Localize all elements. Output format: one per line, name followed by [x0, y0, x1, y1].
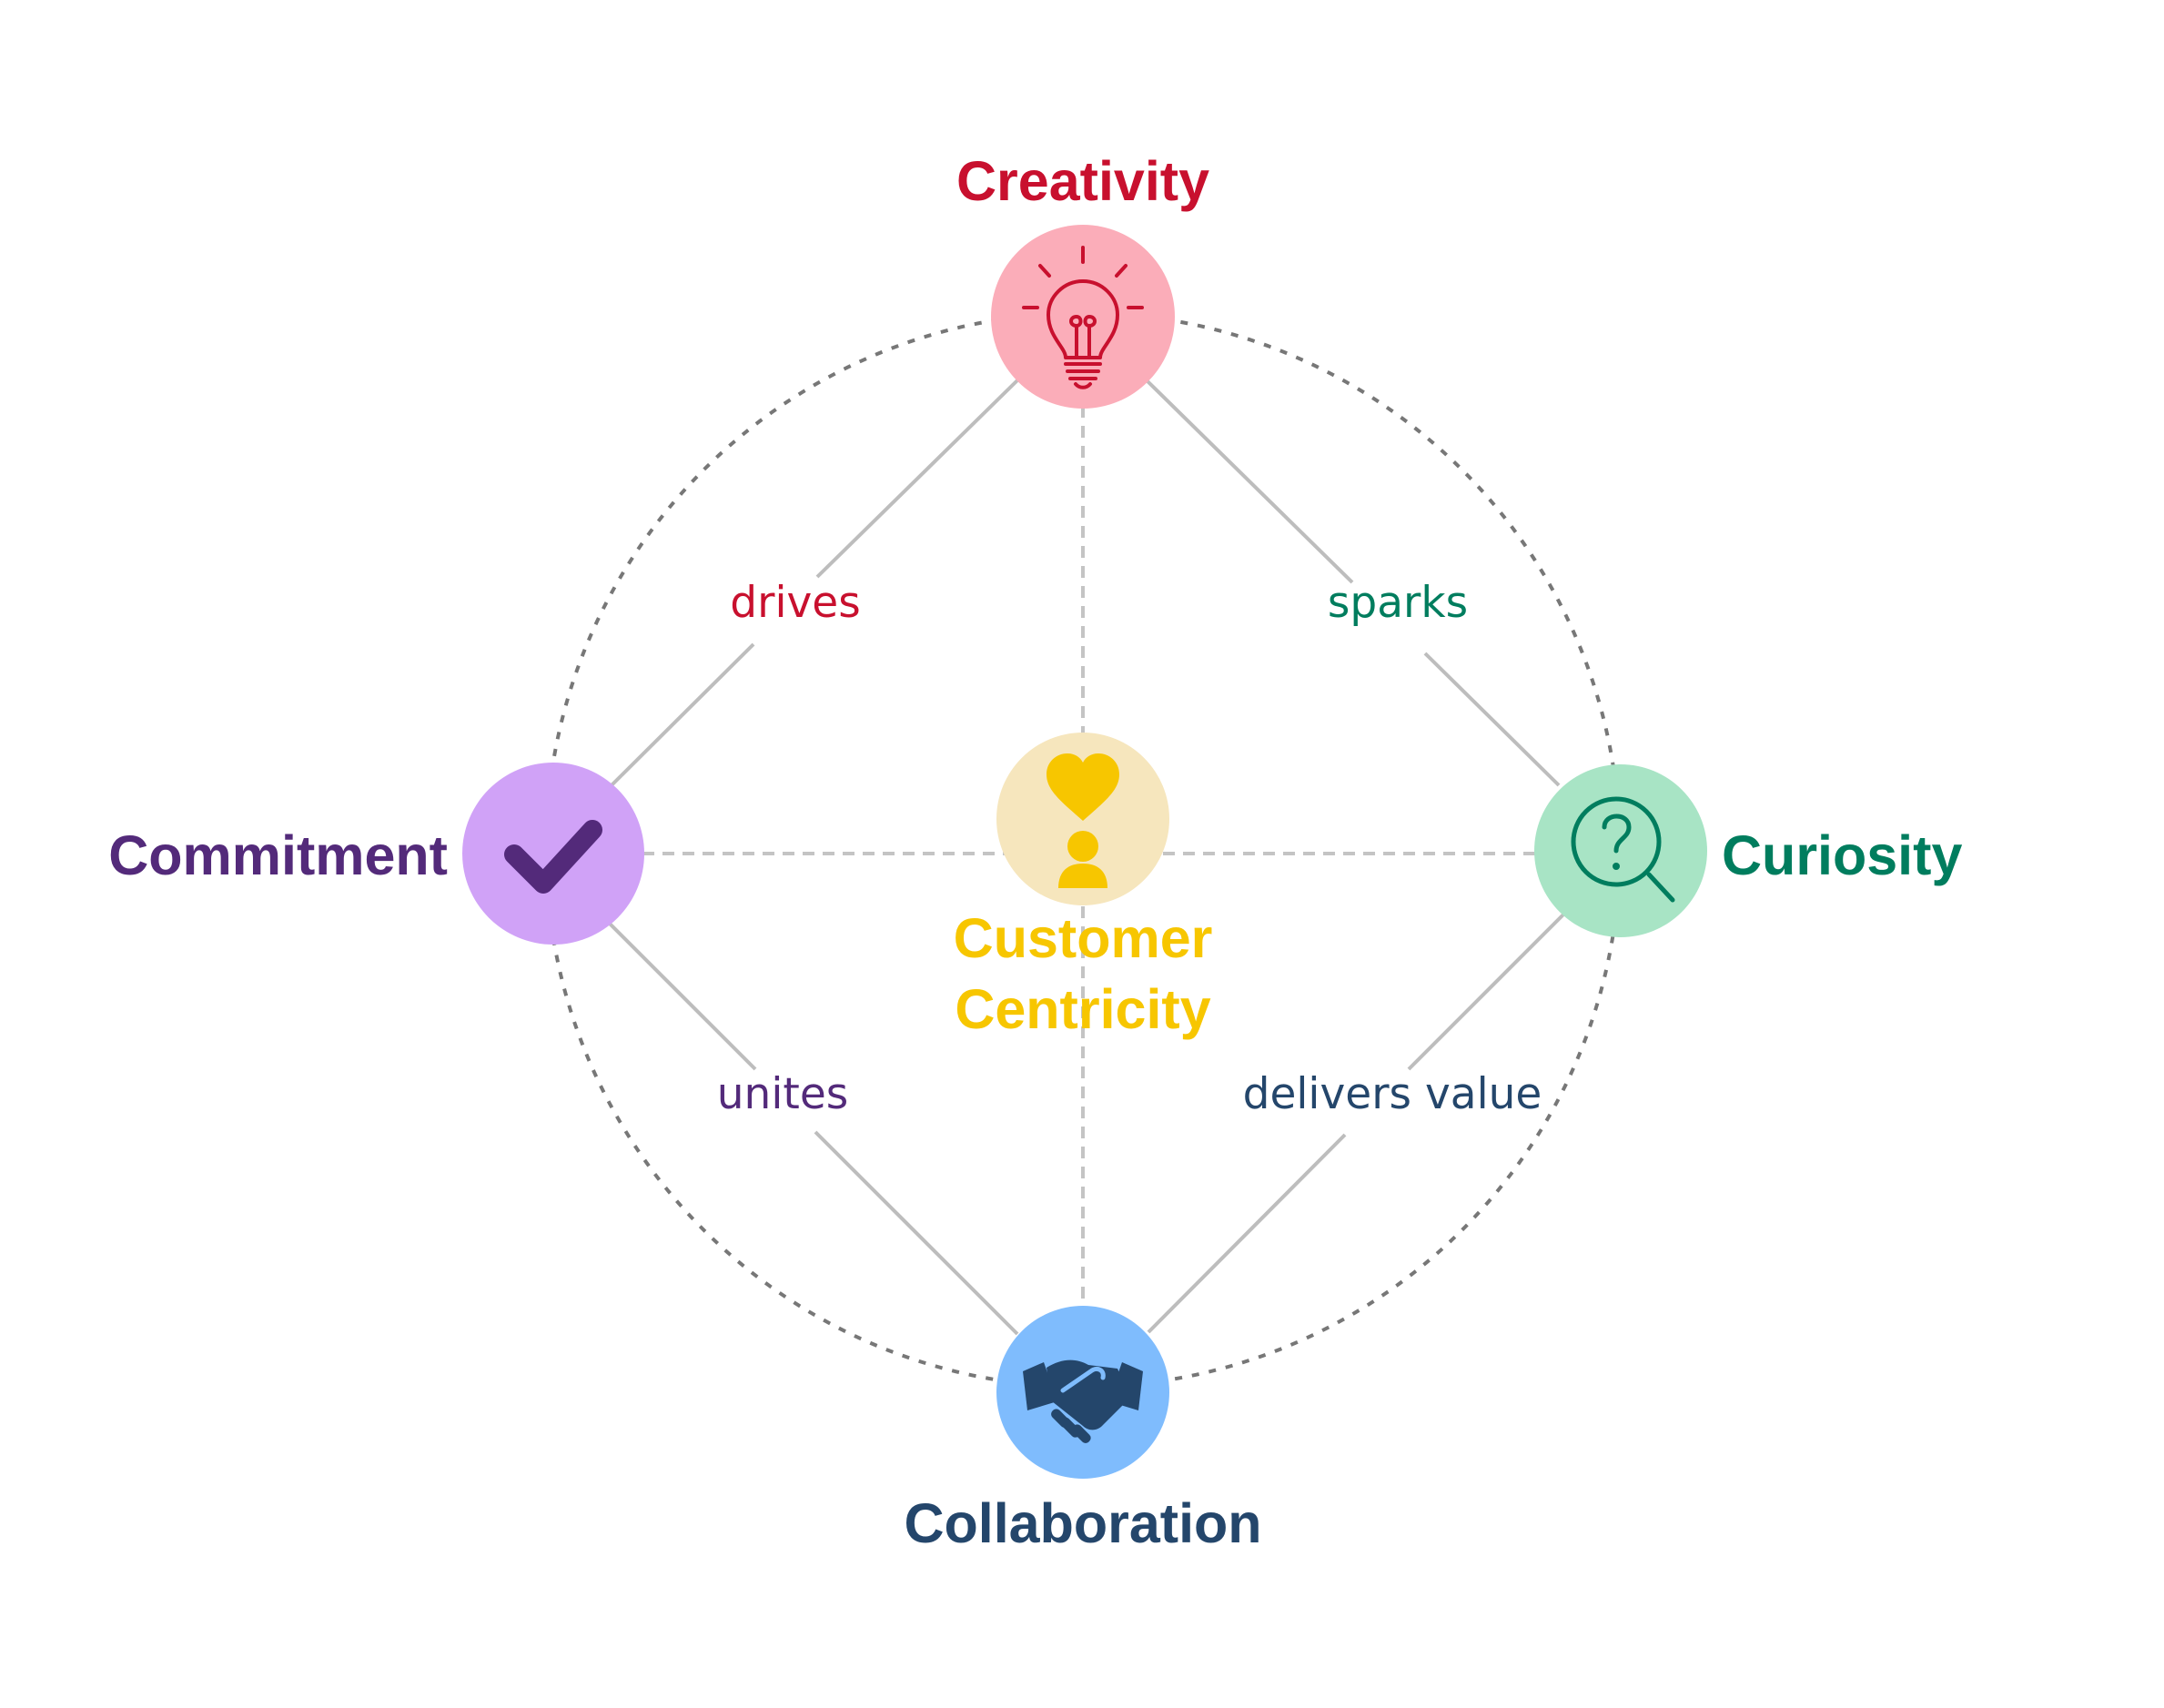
node-curiosity: Curiosity — [1534, 764, 1962, 937]
handshake-icon — [1023, 1359, 1143, 1443]
question-dot — [1613, 863, 1620, 870]
creativity-circle — [991, 225, 1175, 409]
curiosity-circle — [1534, 764, 1707, 937]
center-label-line-2: Centricity — [955, 978, 1210, 1040]
edge-lines — [606, 379, 1566, 1336]
lightbulb-icon — [1022, 246, 1144, 389]
center-label-line-1: Customer — [954, 907, 1213, 969]
magnifier-question-icon — [1571, 796, 1675, 903]
edge-label-drives: drives — [730, 578, 860, 628]
curiosity-label: Curiosity — [1722, 824, 1962, 886]
edge-label-unites: unites — [717, 1069, 848, 1119]
node-creativity: Creativity — [956, 150, 1209, 409]
creativity-label: Creativity — [956, 150, 1209, 212]
heart-person-icon — [1047, 753, 1119, 888]
node-commitment: Commitment — [108, 763, 644, 945]
node-collaboration: Collaboration — [904, 1306, 1262, 1554]
edge-label-sparks: sparks — [1328, 578, 1468, 628]
commitment-circle — [462, 763, 644, 945]
collaboration-label: Collaboration — [904, 1492, 1261, 1554]
node-customer-centricity: Customer Centricity — [954, 733, 1213, 1040]
edge-label-delivers-value: delivers value — [1243, 1069, 1542, 1119]
checkmark-icon — [504, 820, 602, 894]
handshake-thumb — [1060, 1366, 1106, 1393]
commitment-label: Commitment — [108, 824, 448, 886]
